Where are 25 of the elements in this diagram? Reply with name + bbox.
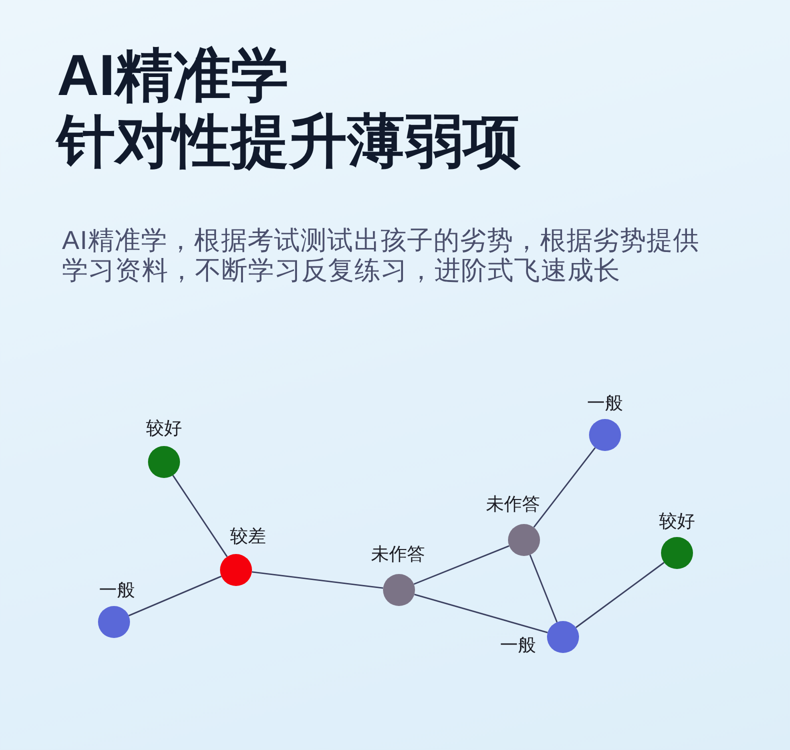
circle-node [547, 621, 579, 653]
circle-node [661, 537, 693, 569]
node-label: 一般 [587, 393, 623, 413]
connector-line [172, 474, 228, 558]
node-label: 一般 [500, 635, 536, 655]
connector-line [128, 576, 222, 616]
node-label: 较好 [659, 511, 695, 531]
node-label: 较好 [146, 418, 182, 438]
node-label: 未作答 [486, 494, 540, 514]
connector-line [414, 594, 548, 634]
node-label: 一般 [99, 580, 135, 600]
circle-node [148, 446, 180, 478]
circle-node [589, 419, 621, 451]
circle-node [508, 524, 540, 556]
node-label: 未作答 [371, 544, 425, 564]
circle-node [220, 554, 252, 586]
circle-node [98, 606, 130, 638]
circle-node [383, 574, 415, 606]
description-text: AI精准学，根据考试测试出孩子的劣势，根据劣势提供学习资料，不断学习反复练习，进阶式飞速成长 [62, 225, 701, 285]
connector-line [414, 545, 510, 585]
connector-line [252, 571, 384, 589]
connector-line [575, 562, 665, 628]
connector-line [533, 447, 596, 528]
connector-line [529, 554, 558, 622]
node-label: 较差 [230, 526, 266, 546]
